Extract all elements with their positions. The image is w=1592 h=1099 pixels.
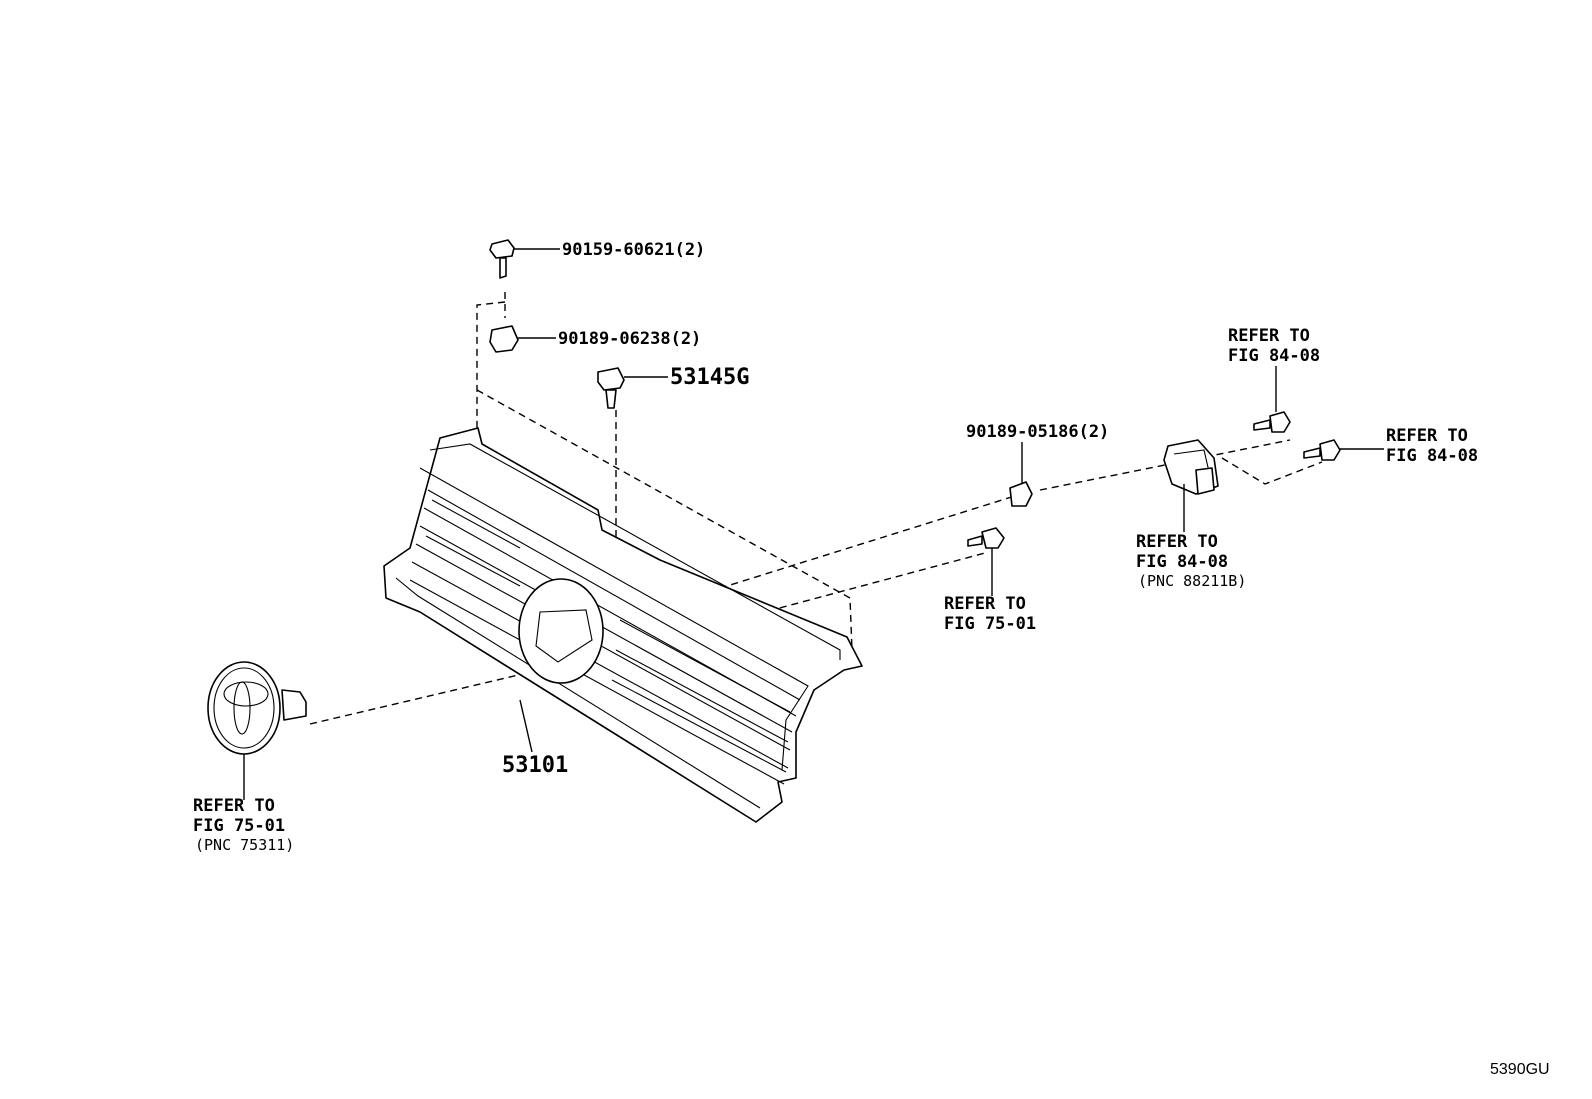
label-sensor-top-ref1: REFER TO [1228,326,1310,346]
clip-top [489,325,519,353]
label-emblem-ref1: REFER TO [193,796,275,816]
label-clip-center: 53145G [670,365,749,390]
sensor-bracket [1163,439,1219,495]
label-grille: 53101 [502,753,568,778]
figure-id: 5390GU [1490,1061,1550,1078]
toyota-emblem [207,661,307,755]
label-screw-center-ref1: REFER TO [944,594,1026,614]
label-sensor-pnc: (PNC 88211B) [1138,572,1246,590]
screw-center [967,527,1005,549]
label-clip-top: 90189-06238(2) [558,329,701,349]
label-sensor-right-ref1: REFER TO [1386,426,1468,446]
label-emblem-pnc: (PNC 75311) [195,836,294,854]
label-screw-center-ref2: FIG 75-01 [944,614,1036,634]
label-sensor-bottom-ref2: FIG 84-08 [1136,552,1228,572]
label-emblem-ref2: FIG 75-01 [193,816,285,836]
bolt-top [489,239,515,279]
grille-slats [409,489,801,785]
radiator-grille [383,427,863,823]
label-bolt-top: 90159-60621(2) [562,240,705,260]
label-sensor-top-ref2: FIG 84-08 [1228,346,1320,366]
sensor-bolt-top [1253,411,1291,433]
sensor-bolt-right [1303,439,1341,461]
label-sensor-right-ref2: FIG 84-08 [1386,446,1478,466]
emblem-recess [518,578,604,684]
clip-center [597,367,625,409]
clip-right [1009,481,1033,507]
label-sensor-bottom-ref1: REFER TO [1136,532,1218,552]
label-clip-right: 90189-05186(2) [966,422,1109,442]
